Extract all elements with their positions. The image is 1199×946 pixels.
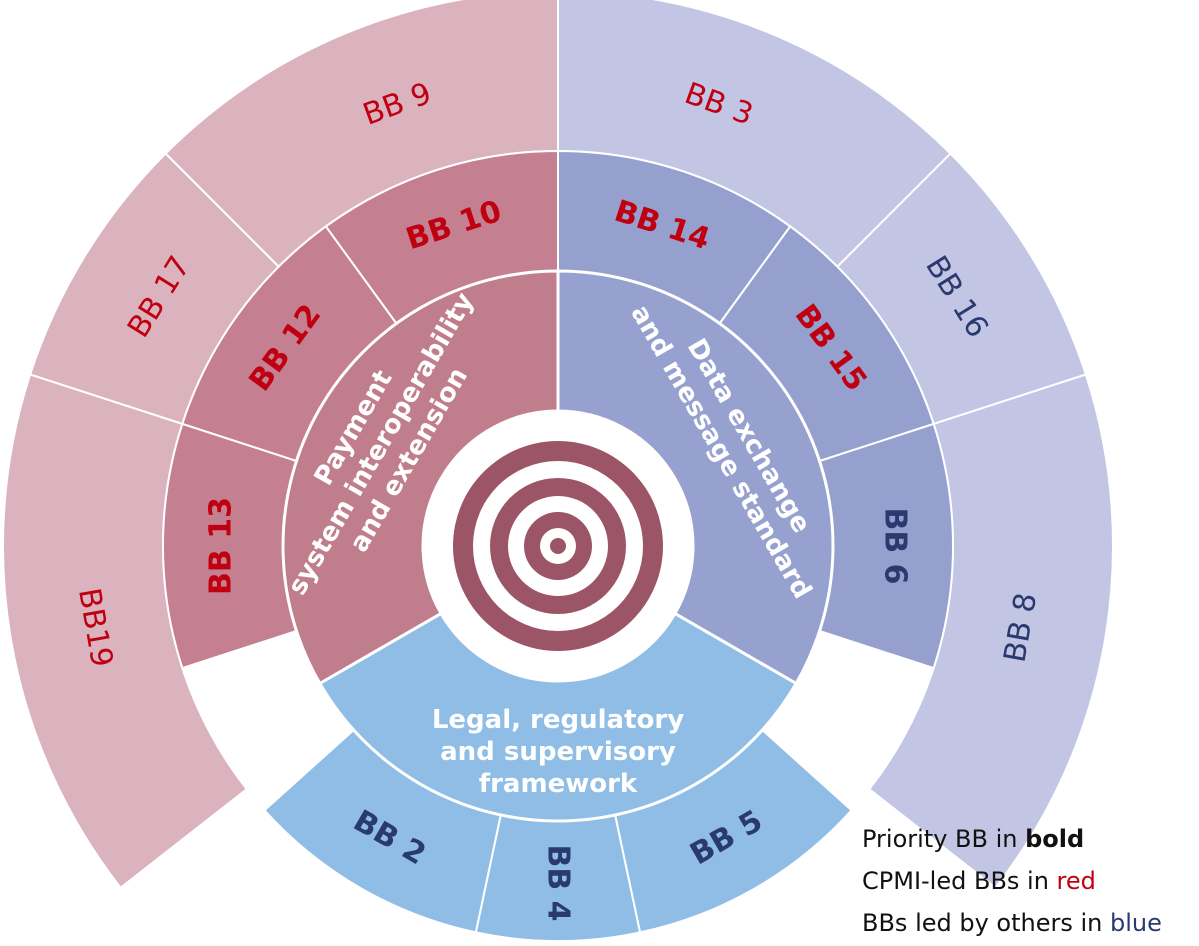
outer-block-bb19: [1, 373, 249, 890]
block-label-bb-4: BB 4: [541, 844, 576, 921]
legend: Priority BB in bold CPMI-led BBs in red …: [862, 818, 1162, 944]
legend-cpmi: CPMI-led BBs in red: [862, 867, 1096, 895]
middle-ring: [162, 149, 954, 943]
target-icon: [423, 411, 693, 681]
block-label-bb-6: BB 6: [878, 507, 913, 584]
legend-others: BBs led by others in blue: [862, 909, 1162, 937]
block-label-bb-13: BB 13: [204, 497, 239, 595]
legend-priority: Priority BB in bold: [862, 825, 1085, 853]
target-ring: [550, 538, 566, 554]
outer-ring: [1, 0, 1115, 890]
inner-ring: [281, 269, 835, 823]
